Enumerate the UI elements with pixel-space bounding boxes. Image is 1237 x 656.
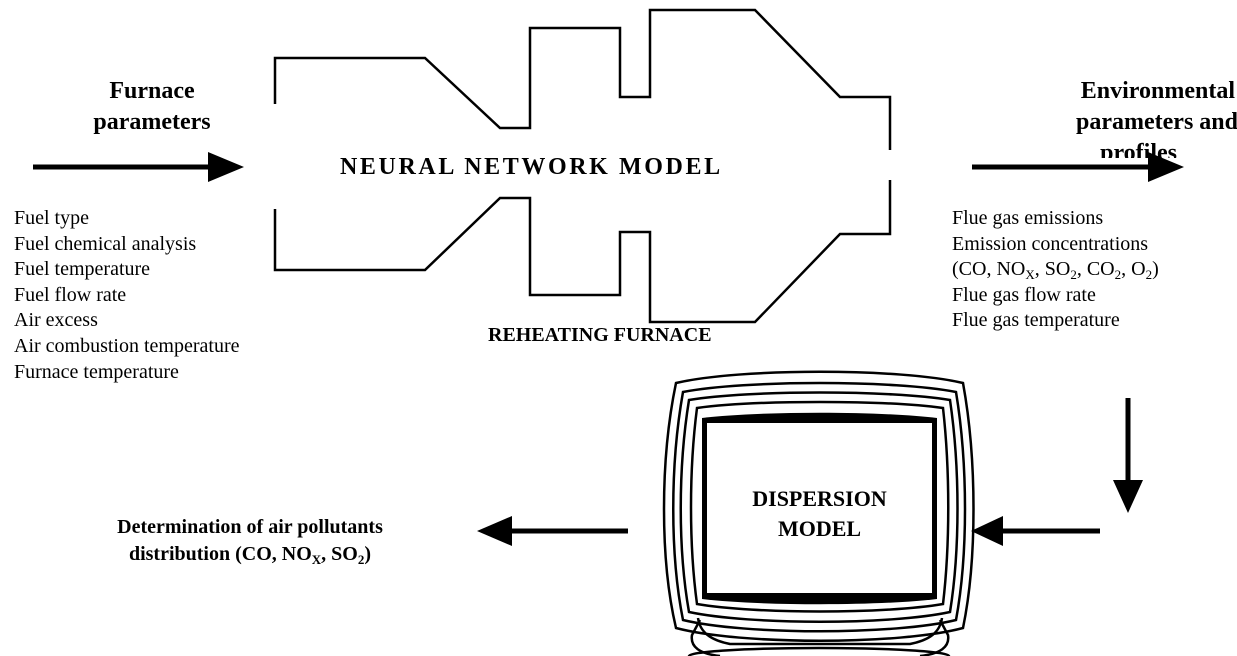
list-item: Air combustion temperature xyxy=(14,334,240,357)
result-line2: distribution (CO, NOX, SO2) xyxy=(128,543,372,567)
outputs-list: Flue gas emissions Emission concentratio… xyxy=(952,206,1159,334)
outputs-heading-line1: Environmental xyxy=(1080,78,1235,104)
outputs-heading: Environmental parameters and profiles xyxy=(1010,76,1237,158)
list-item: Emission concentrations xyxy=(952,232,1149,255)
furnace-outline xyxy=(273,8,892,324)
list-item: Fuel flow rate xyxy=(14,283,127,306)
list-item: Flue gas emissions xyxy=(952,207,1104,229)
result-arrow xyxy=(477,516,628,546)
list-item: Flue gas flow rate xyxy=(952,283,1096,306)
inputs-heading: Furnace parameters xyxy=(62,76,242,138)
model-caption: REHEATING FURNACE xyxy=(488,324,712,346)
input-arrow xyxy=(33,152,244,182)
list-item: Fuel temperature xyxy=(14,258,151,281)
to-dispersion-arrow xyxy=(971,516,1100,546)
list-item: Fuel type xyxy=(14,207,89,229)
outputs-heading-line2: parameters and xyxy=(1076,109,1237,135)
list-item: Flue gas temperature xyxy=(952,309,1120,332)
result-text: Determination of air pollutants distribu… xyxy=(70,514,430,568)
dispersion-model-label: DISPERSION MODEL xyxy=(707,484,932,544)
down-arrow xyxy=(1113,398,1143,513)
model-title: NEURAL NETWORK MODEL xyxy=(340,154,723,180)
inputs-list: Fuel type Fuel chemical analysis Fuel te… xyxy=(14,206,240,385)
inputs-heading-line2: parameters xyxy=(93,109,211,135)
dispersion-line2: MODEL xyxy=(777,516,862,541)
list-item: (CO, NOX, SO2, CO2, O2) xyxy=(952,258,1159,283)
result-line1: Determination of air pollutants xyxy=(117,516,383,538)
list-item: Fuel chemical analysis xyxy=(14,232,197,255)
dispersion-line1: DISPERSION xyxy=(752,486,887,511)
monitor-icon xyxy=(662,370,975,656)
output-arrow xyxy=(972,152,1184,182)
outputs-heading-line3: profiles xyxy=(1100,140,1177,158)
list-item: Furnace temperature xyxy=(14,360,179,383)
inputs-heading-line1: Furnace xyxy=(109,78,195,104)
list-item: Air excess xyxy=(14,309,98,332)
